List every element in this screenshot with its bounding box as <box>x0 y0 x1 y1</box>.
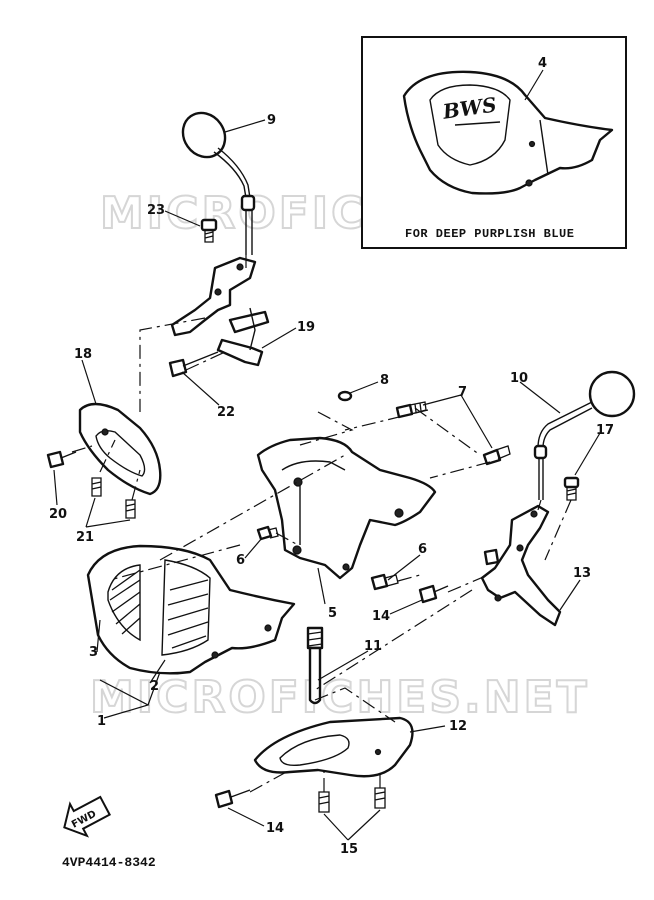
inset-emblem-panel <box>429 84 511 166</box>
bolt-20 <box>46 450 77 469</box>
fwd-arrow: FWD <box>63 795 112 838</box>
callout-13: 13 <box>573 566 591 581</box>
callouts: 9 23 19 18 8 7 10 22 17 20 21 6 6 13 5 1… <box>49 113 614 857</box>
callout-10: 10 <box>510 371 528 386</box>
callout-11: 11 <box>364 639 382 654</box>
front-cover-assembly <box>86 544 296 675</box>
screws-15 <box>318 787 386 813</box>
screws-7 <box>395 401 511 466</box>
rod-11 <box>306 626 324 705</box>
callout-6-right: 6 <box>418 542 427 557</box>
bolt-14-lower <box>214 789 251 809</box>
left-mirror-glass <box>181 111 227 159</box>
inset-caption: FOR DEEP PURPLISH BLUE <box>405 227 574 241</box>
right-mirror-glass <box>588 370 636 418</box>
left-mirror <box>181 111 256 255</box>
callout-19: 19 <box>297 320 315 335</box>
rear-handlebar-cover <box>256 436 437 580</box>
inset-panel: BWS FOR DEEP PURPLISH BLUE 4 <box>361 36 627 249</box>
callout-21: 21 <box>76 530 94 545</box>
callout-14-lower: 14 <box>266 821 284 836</box>
leader-lines <box>53 119 601 841</box>
right-mirror <box>533 370 636 500</box>
callout-14-upper: 14 <box>372 609 390 624</box>
callout-20: 20 <box>49 507 67 522</box>
callout-15: 15 <box>340 842 358 857</box>
callout-2: 2 <box>150 679 159 694</box>
callout-23: 23 <box>147 203 165 218</box>
nut-8 <box>337 390 353 402</box>
bolt-14-upper <box>418 584 449 604</box>
inset-front-cover <box>402 70 614 195</box>
assembly-lines <box>71 255 572 793</box>
callout-7: 7 <box>458 385 467 400</box>
callout-8: 8 <box>380 373 389 388</box>
callout-1: 1 <box>97 714 106 729</box>
callout-4: 4 <box>538 56 547 71</box>
bolt-6-right <box>370 573 399 591</box>
lower-cover <box>253 716 414 778</box>
watermark-bottom: MICROFICHES.NET <box>90 672 590 723</box>
callout-9: 9 <box>267 113 276 128</box>
callout-22: 22 <box>217 405 235 420</box>
bolt-6-left <box>256 525 279 541</box>
callout-3: 3 <box>89 645 98 660</box>
left-bracket <box>170 256 270 367</box>
callout-6-left: 6 <box>236 553 245 568</box>
bolt-23 <box>200 218 218 243</box>
diagram-code: 4VP4414-8342 <box>62 855 156 870</box>
callout-18: 18 <box>74 347 92 362</box>
callout-12: 12 <box>449 719 467 734</box>
right-bracket <box>480 504 562 627</box>
bolt-17 <box>563 476 580 501</box>
bolt-22 <box>168 351 219 378</box>
callout-17: 17 <box>596 423 614 438</box>
callout-5: 5 <box>328 606 337 621</box>
